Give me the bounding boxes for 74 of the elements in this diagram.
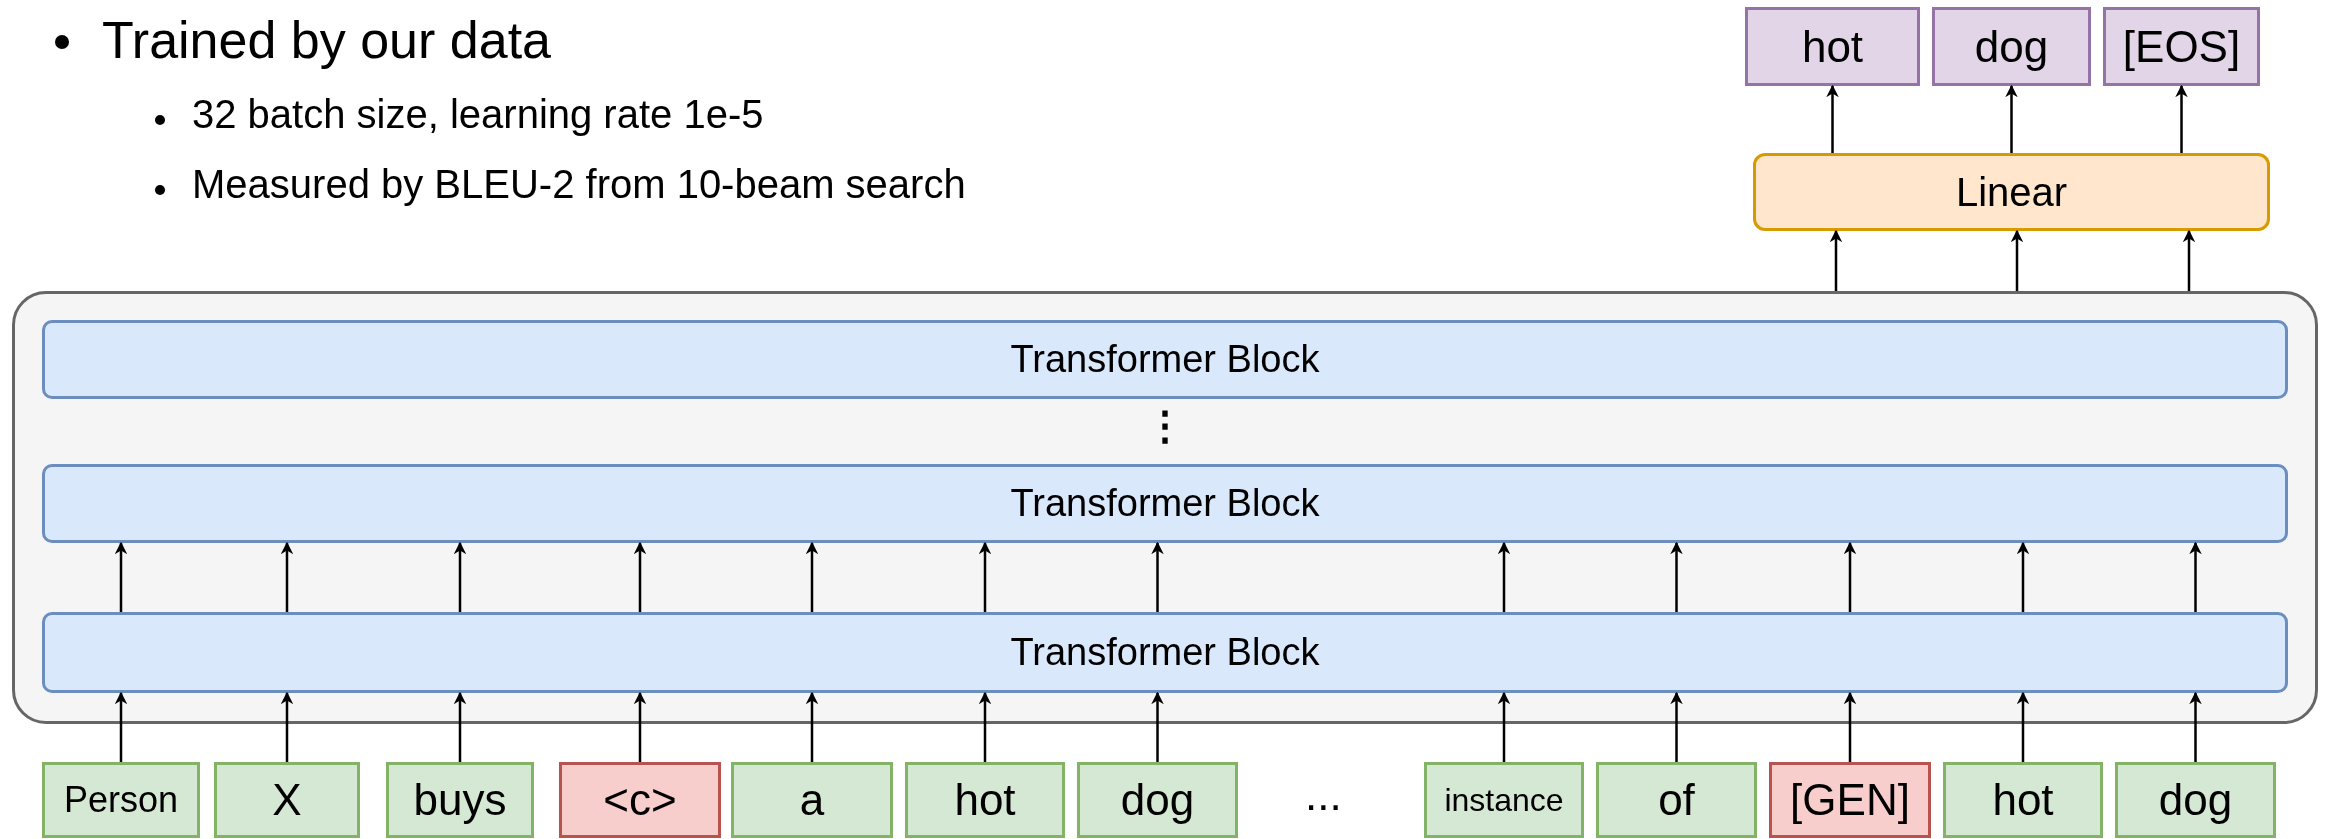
token-text: X — [272, 775, 302, 825]
token-text: dog — [1120, 775, 1195, 825]
input-token-box — [42, 762, 200, 838]
block-label: Transformer Block — [1010, 482, 1320, 525]
arrow — [453, 691, 467, 762]
token-text: instance — [1444, 781, 1564, 819]
token-text: of — [1658, 775, 1695, 825]
arrow — [1670, 691, 1683, 762]
block-label: Transformer Block — [1010, 338, 1320, 381]
arrow — [633, 541, 647, 612]
arrow — [2010, 229, 2024, 291]
arrow — [1151, 691, 1164, 762]
arrow — [2005, 84, 2018, 153]
output-token-box — [2103, 7, 2260, 86]
input-token-box — [2115, 762, 2276, 838]
output-token-box — [1932, 7, 2091, 86]
special-token-box — [559, 762, 721, 838]
arrow — [2189, 691, 2202, 762]
token-text: [GEN] — [1790, 775, 1910, 825]
block-label: Transformer Block — [1010, 631, 1320, 674]
arrow — [1843, 541, 1857, 612]
input-token-box — [386, 762, 534, 838]
input-token-box — [1943, 762, 2103, 838]
arrow — [280, 691, 294, 762]
token-text: a — [799, 775, 825, 825]
token-text: [EOS] — [2122, 21, 2241, 72]
input-token-box — [731, 762, 893, 838]
input-token-box — [905, 762, 1065, 838]
linear-layer — [1753, 153, 2270, 231]
ellipsis: ... — [1305, 770, 1342, 820]
arrow — [1826, 84, 1839, 153]
arrow — [114, 691, 128, 762]
input-token-box — [1077, 762, 1238, 838]
arrow — [978, 541, 992, 612]
arrow — [805, 541, 819, 612]
arrow — [2016, 541, 2030, 612]
transformer-block — [42, 612, 2288, 693]
transformer-block — [42, 464, 2288, 543]
token-text: hot — [954, 775, 1016, 825]
arrow — [1670, 541, 1683, 612]
token-text: hot — [1801, 21, 1864, 72]
token-text: hot — [1992, 775, 2054, 825]
arrow — [2175, 84, 2188, 153]
layer-label: Linear — [1955, 169, 2068, 215]
arrow — [633, 691, 647, 762]
token-text: buys — [413, 775, 507, 825]
bullet-text: Trained by our data — [102, 10, 551, 70]
arrow — [2016, 691, 2030, 762]
arrow — [114, 541, 128, 612]
token-text: dog — [1974, 21, 2049, 72]
transformer-block — [42, 320, 2288, 399]
arrow — [978, 691, 992, 762]
input-token-box — [1596, 762, 1757, 838]
arrow — [280, 541, 294, 612]
arrow — [805, 691, 819, 762]
arrow — [2182, 229, 2196, 291]
ellipsis: ⋮ — [1145, 402, 1185, 448]
arrow — [1829, 229, 1843, 291]
input-token-box — [214, 762, 360, 838]
token-text: Person — [63, 779, 179, 821]
token-text: dog — [2158, 775, 2233, 825]
special-token-box — [1769, 762, 1931, 838]
model-container — [12, 291, 2318, 724]
input-token-box — [1424, 762, 1584, 838]
bullet-text: Measured by BLEU-2 from 10-beam search — [192, 162, 966, 207]
arrow — [2189, 541, 2202, 612]
arrow — [453, 541, 467, 612]
arrow — [1843, 691, 1857, 762]
arrow — [1151, 541, 1164, 612]
arrow — [1497, 541, 1511, 612]
arrow — [1497, 691, 1511, 762]
bullet-text: 32 batch size, learning rate 1e-5 — [192, 92, 764, 137]
output-token-box — [1745, 7, 1920, 86]
token-text: <c> — [603, 775, 677, 825]
